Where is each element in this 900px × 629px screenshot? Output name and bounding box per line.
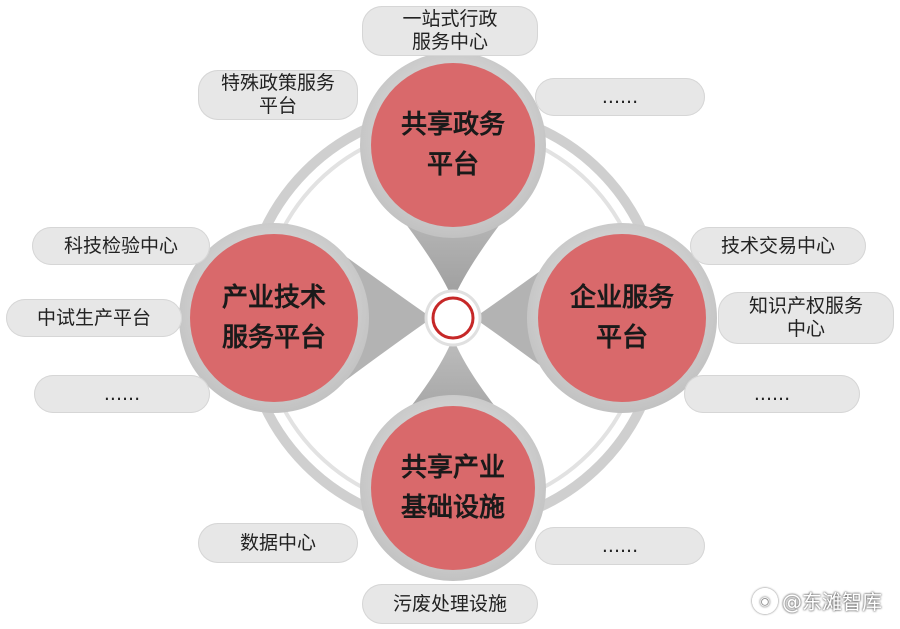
watermark-logo-icon: ◉ — [752, 587, 778, 614]
label-left-3: ...... — [34, 375, 210, 413]
label-right-2: 知识产权服务 中心 — [718, 292, 894, 344]
label-top-center: 一站式行政 服务中心 — [362, 6, 538, 56]
label-left-1: 科技检验中心 — [32, 227, 210, 265]
node-right-disc — [538, 234, 706, 402]
node-bottom-title: 共享产业 基础设施 — [400, 453, 505, 523]
node-top-title: 共享政务 平台 — [400, 110, 505, 180]
watermark: ◉ @东滩智库 — [752, 586, 882, 615]
node-left-title: 产业技术 服务平台 — [221, 283, 326, 353]
watermark-text: @东滩智库 — [782, 590, 882, 614]
center-hub-ring — [431, 296, 475, 340]
label-left-2: 中试生产平台 — [6, 299, 182, 337]
label-bottom-left: 数据中心 — [198, 523, 358, 563]
label-right-1: 技术交易中心 — [690, 227, 866, 265]
node-right-title: 企业服务 平台 — [569, 283, 674, 353]
node-bottom-disc — [371, 406, 535, 570]
label-bottom-right: ...... — [535, 527, 705, 565]
label-top-right: ...... — [535, 78, 705, 116]
label-right-3: ...... — [684, 375, 860, 413]
node-left-disc — [190, 234, 358, 402]
label-top-left: 特殊政策服务 平台 — [198, 70, 358, 120]
label-bottom-center: 污废处理设施 — [362, 584, 538, 624]
node-top-disc — [371, 63, 535, 227]
